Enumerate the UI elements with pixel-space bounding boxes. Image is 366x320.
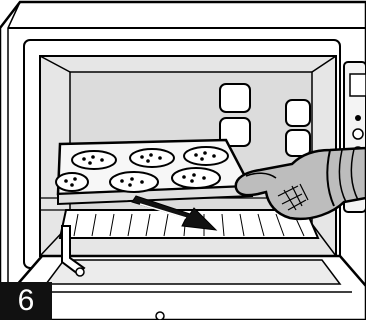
cookie [130, 149, 174, 167]
cookie [110, 172, 158, 192]
cookie [172, 168, 220, 188]
cookie [184, 147, 228, 165]
cookie [56, 173, 88, 191]
cookie [72, 151, 116, 169]
step-number-badge: 6 [0, 282, 52, 320]
